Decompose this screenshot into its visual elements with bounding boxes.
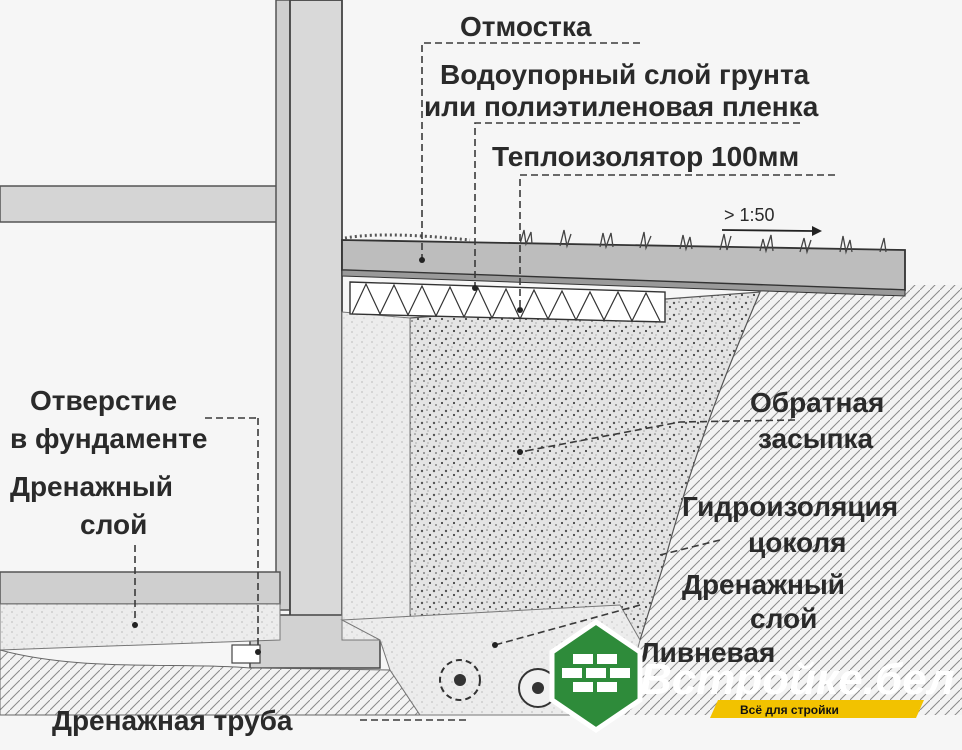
label-obratnaya-1: Обратная (750, 387, 884, 418)
label-vodoupor-2: или полиэтиленовая пленка (424, 91, 819, 122)
plinth-waterproofing (341, 311, 411, 641)
slope-arrow (721, 229, 813, 232)
foundation-wall (289, 0, 343, 621)
label-drenazh-right-2: слой (750, 603, 817, 634)
label-drenazh-left-2: слой (80, 509, 147, 540)
grass (519, 229, 887, 255)
inner-wall (275, 0, 291, 611)
brand-tagline-bar (710, 700, 924, 718)
thermal-insulation (349, 281, 666, 323)
label-drenazh-left-1: Дренажный (10, 471, 173, 502)
label-drenazh-truba: Дренажная труба (52, 705, 293, 736)
backfill (409, 291, 761, 641)
label-vodoupor-1: Водоупорный слой грунта (440, 59, 810, 90)
label-otverstie-2: в фундаменте (10, 423, 207, 454)
waterproof-layer (341, 269, 906, 297)
label-gidro-2: цоколя (748, 527, 847, 558)
label-slope: > 1:50 (724, 205, 775, 225)
drainage-pipe (439, 659, 481, 701)
bricks-icon (562, 654, 630, 692)
floor-slab (0, 185, 281, 223)
label-teploizolyator: Теплоизолятор 100мм (492, 141, 799, 172)
outer-soil (610, 285, 962, 715)
leader-lines (134, 42, 835, 721)
label-drenazh-right-1: Дренажный (682, 569, 845, 600)
label-otverstie-1: Отверстие (30, 385, 177, 416)
left-drainage-layer (0, 603, 281, 651)
ground-left (0, 649, 421, 716)
basement-slab (0, 571, 281, 605)
label-otmostka: Отмостка (460, 11, 592, 42)
label-gidro-1: Гидроизоляция (682, 491, 898, 522)
label-obratnaya-2: засыпка (758, 423, 874, 454)
brand-tagline: Всё для стройки (740, 703, 839, 717)
label-livnevaya: Ливневая (640, 637, 775, 668)
brand-name: Встройке.бел (640, 655, 955, 704)
brand-logo: Встройке.бел Всё для стройки (549, 618, 955, 734)
